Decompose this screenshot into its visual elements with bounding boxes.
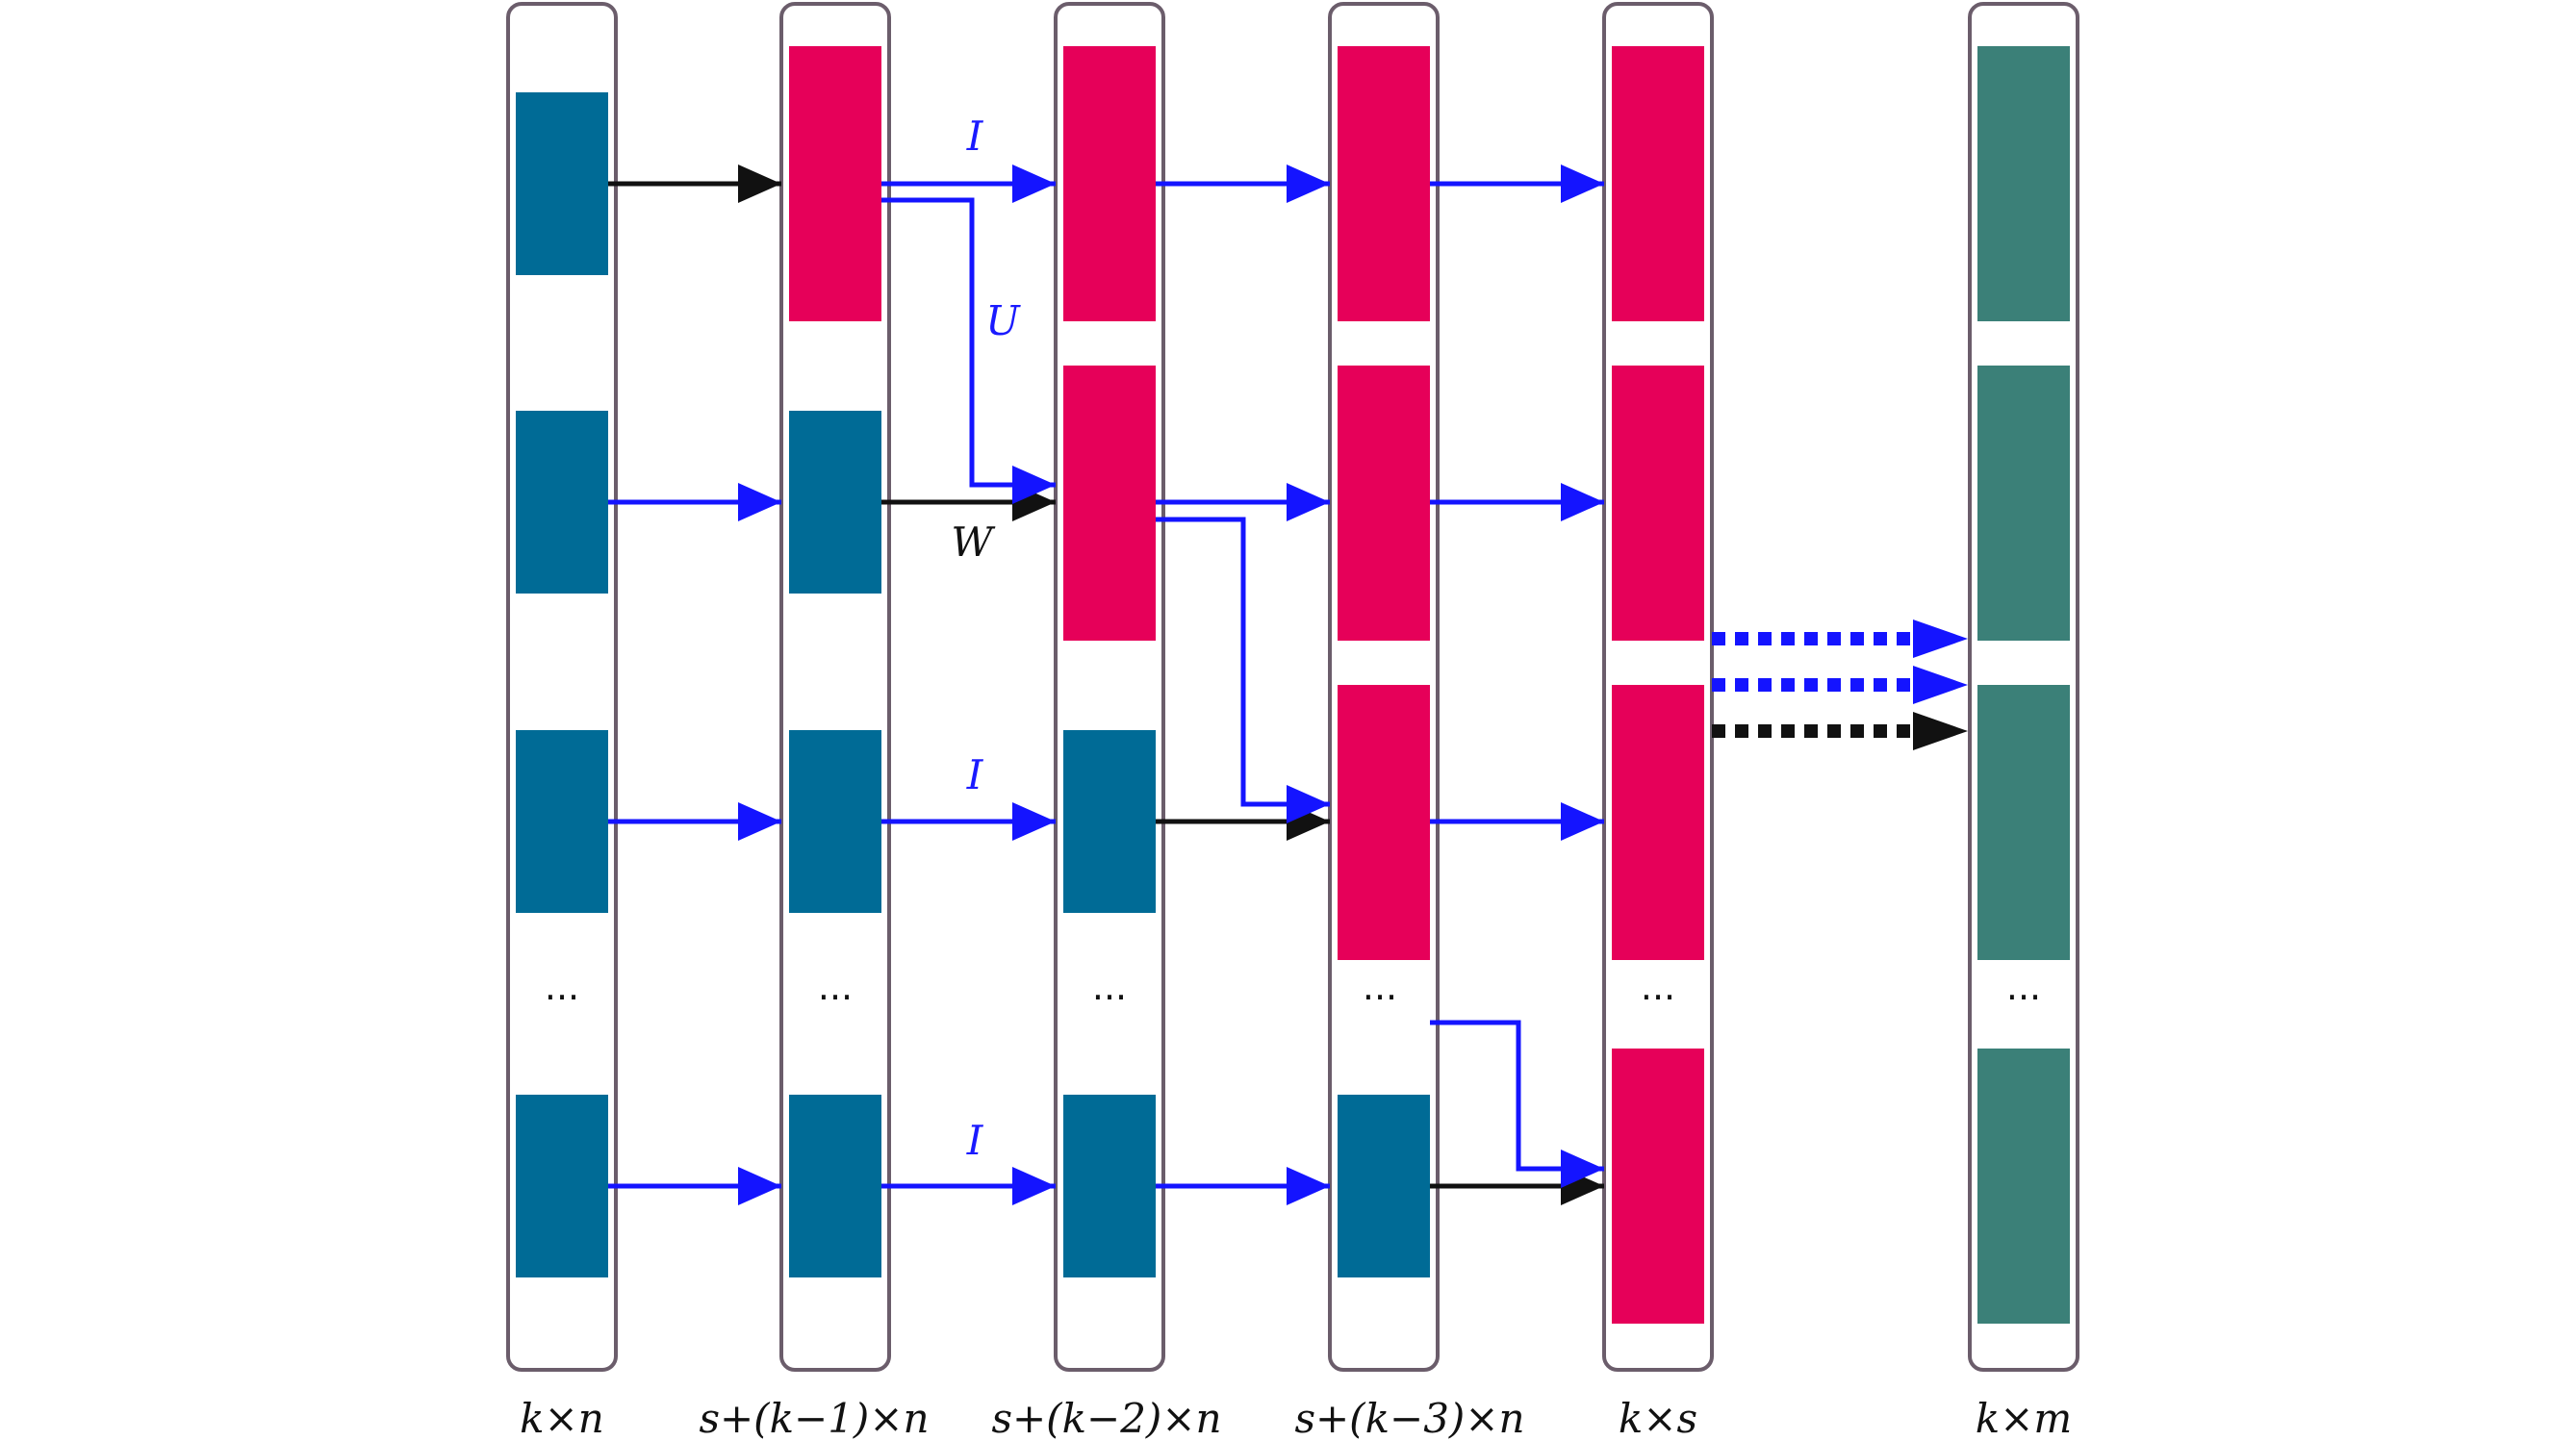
ellipses: ··· ··· ··· ··· ··· ···: [545, 976, 2041, 1019]
block-c3-r1: [1063, 46, 1156, 321]
column-label-4: s+(k−3)×n: [1294, 1395, 1524, 1441]
edge-label-I-top: I: [966, 113, 984, 160]
ellipsis-c6: ···: [2006, 976, 2041, 1019]
column-6-blocks: [1977, 46, 2070, 1324]
column-frame-3: [1054, 2, 1165, 1372]
column-label-3: s+(k−2)×n: [991, 1395, 1221, 1441]
column-frames: [506, 2, 2079, 1372]
blue-edges: [608, 164, 1604, 1205]
column-frame-2: [779, 2, 891, 1372]
ellipsis-c2: ···: [818, 976, 853, 1019]
dotted-arrows: [1712, 632, 1939, 738]
dotted-arrow-heads: [1913, 619, 1968, 750]
column-frame-1: [506, 2, 618, 1372]
ellipsis-c3: ···: [1092, 976, 1127, 1019]
edge-blue-U: [881, 197, 1056, 504]
edge-label-I-bottom: I: [966, 1117, 984, 1164]
column-2-blocks: [789, 46, 881, 1277]
black-edges: [608, 164, 1604, 1205]
block-c6-r5: [1977, 1049, 2070, 1324]
column-3-blocks: [1063, 46, 1156, 1277]
block-c5-r3: [1612, 685, 1704, 960]
column-labels: k×n s+(k−1)×n s+(k−2)×n s+(k−3)×n k×s k×…: [520, 1395, 2072, 1441]
block-c1-r5: [516, 1095, 608, 1277]
column-1-blocks: [516, 92, 608, 1277]
block-c3-r2: [1063, 366, 1156, 641]
block-c1-r2: [516, 411, 608, 594]
block-c6-r1: [1977, 46, 2070, 321]
block-c5-r1: [1612, 46, 1704, 321]
edge-label-W: W: [951, 518, 996, 566]
block-c5-r5: [1612, 1049, 1704, 1324]
block-c2-r2: [789, 411, 881, 594]
edge-blue-c4dots-c5r5: [1430, 1020, 1604, 1188]
block-c6-r3: [1977, 685, 2070, 960]
block-c2-r1: [789, 46, 881, 321]
edge-label-U: U: [985, 297, 1021, 344]
edge-blue-c3r2-c4r3: [1156, 517, 1330, 823]
edge-labels: I U W I I: [951, 113, 1021, 1164]
block-c4-r2: [1338, 366, 1430, 641]
block-c3-r3: [1063, 730, 1156, 913]
column-4-blocks: [1338, 46, 1430, 1277]
block-c3-r5: [1063, 1095, 1156, 1277]
column-label-2: s+(k−1)×n: [699, 1395, 929, 1441]
column-label-5: k×s: [1619, 1395, 1697, 1441]
block-c5-r2: [1612, 366, 1704, 641]
dotted-arrowhead-blue-1: [1913, 619, 1968, 658]
block-c4-r1: [1338, 46, 1430, 321]
column-label-1: k×n: [520, 1395, 604, 1441]
block-c1-r3: [516, 730, 608, 913]
block-c6-r2: [1977, 366, 2070, 641]
block-c4-r5: [1338, 1095, 1430, 1277]
block-c4-r3: [1338, 685, 1430, 960]
column-frame-6: [1968, 2, 2079, 1372]
edge-label-I-mid: I: [966, 751, 984, 798]
dotted-arrowhead-blue-2: [1913, 666, 1968, 704]
column-frame-4: [1328, 2, 1440, 1372]
ellipsis-c1: ···: [545, 976, 579, 1019]
column-label-6: k×m: [1976, 1395, 2072, 1441]
dotted-arrowhead-black: [1913, 712, 1968, 750]
block-c2-r3: [789, 730, 881, 913]
block-c1-r1: [516, 92, 608, 275]
column-5-blocks: [1612, 46, 1704, 1324]
ellipsis-c4: ···: [1363, 976, 1397, 1019]
block-c2-r5: [789, 1095, 881, 1277]
ellipsis-c5: ···: [1641, 976, 1675, 1019]
